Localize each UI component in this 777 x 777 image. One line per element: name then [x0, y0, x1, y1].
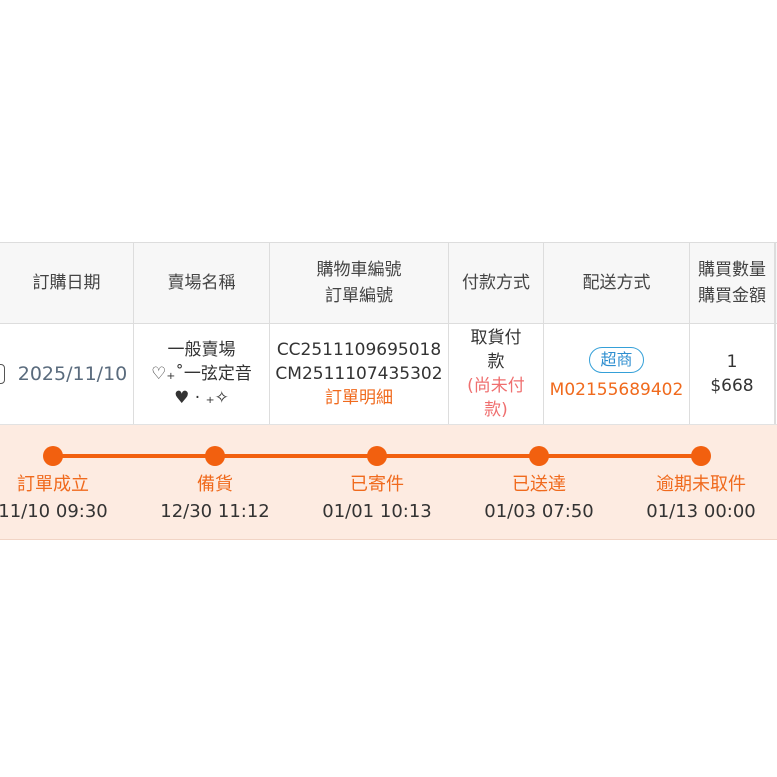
- header-store-name: 賣場名稱: [134, 243, 270, 323]
- timeline-step-label: 已送達: [512, 474, 566, 495]
- timeline-dot: [529, 446, 549, 466]
- timeline-dot: [43, 446, 63, 466]
- header-cart-order-no: 購物車編號 訂單編號: [270, 243, 449, 323]
- timeline-step-time: 11/10 09:30: [0, 501, 108, 522]
- order-date: 2025/11/10: [17, 363, 128, 385]
- row-select-checkbox[interactable]: [0, 364, 5, 384]
- payment-status: (尚未付款): [467, 376, 525, 420]
- timeline-step: 逾期未取件 01/13 00:00: [621, 425, 777, 540]
- table-header: 訂購日期 賣場名稱 購物車編號 訂單編號 付款方式 配送方式 購買數量 購買金額: [0, 242, 777, 324]
- timeline-dot: [205, 446, 225, 466]
- amount: $668: [710, 376, 754, 396]
- timeline-step-label: 訂單成立: [17, 474, 89, 495]
- timeline-step-label: 逾期未取件: [656, 474, 746, 495]
- payment-method: 取貨付款: [470, 328, 522, 372]
- qty-amount-cell: 1 $668: [690, 324, 775, 424]
- table-row: 2025/11/10 一般賣場 ♡₊˚一弦定音 ♥︎ · ₊✧ CC251110…: [0, 324, 777, 425]
- timeline-step: 已送達 01/03 07:50: [459, 425, 619, 540]
- timeline-step-time: 12/30 11:12: [160, 501, 270, 522]
- header-qty-amount: 購買數量 購買金額: [690, 243, 775, 323]
- store-name: ♡₊˚一弦定音: [151, 364, 252, 384]
- order-numbers-cell: CC2511109695018 CM2511107435302 訂單明細: [270, 324, 449, 424]
- table-edge: [775, 243, 776, 323]
- timeline-step: 訂單成立 11/10 09:30: [0, 425, 133, 540]
- store-type: 一般賣場: [167, 340, 236, 360]
- header-order-date: 訂購日期: [0, 243, 134, 323]
- header-payment: 付款方式: [449, 243, 544, 323]
- header-shipping: 配送方式: [544, 243, 690, 323]
- store-name-suffix: ♥︎ · ₊✧: [174, 388, 229, 408]
- store-name-cell: 一般賣場 ♡₊˚一弦定音 ♥︎ · ₊✧: [134, 324, 270, 424]
- timeline-step-label: 已寄件: [350, 474, 404, 495]
- order-status-timeline: 訂單成立 11/10 09:30 備貨 12/30 11:12 已寄件 01/0…: [0, 425, 777, 540]
- order-date-cell: 2025/11/10: [0, 324, 134, 424]
- timeline-step-time: 01/13 00:00: [646, 501, 756, 522]
- order-detail-link[interactable]: 訂單明細: [325, 388, 393, 408]
- cart-number: CC2511109695018: [276, 340, 442, 360]
- payment-cell: 取貨付款 (尚未付款): [449, 324, 544, 424]
- order-number: CM2511107435302: [275, 364, 443, 384]
- tracking-number-link[interactable]: M02155689402: [549, 379, 684, 400]
- timeline-step-time: 01/01 10:13: [322, 501, 432, 522]
- timeline-dot: [367, 446, 387, 466]
- timeline-step: 已寄件 01/01 10:13: [297, 425, 457, 540]
- quantity: 1: [726, 352, 738, 372]
- timeline-step-time: 01/03 07:50: [484, 501, 594, 522]
- timeline-step-label: 備貨: [197, 474, 233, 495]
- timeline-dot: [691, 446, 711, 466]
- shipping-badge: 超商: [589, 346, 644, 373]
- table-edge: [775, 324, 776, 424]
- timeline-step: 備貨 12/30 11:12: [135, 425, 295, 540]
- shipping-cell: 超商 M02155689402: [544, 324, 690, 424]
